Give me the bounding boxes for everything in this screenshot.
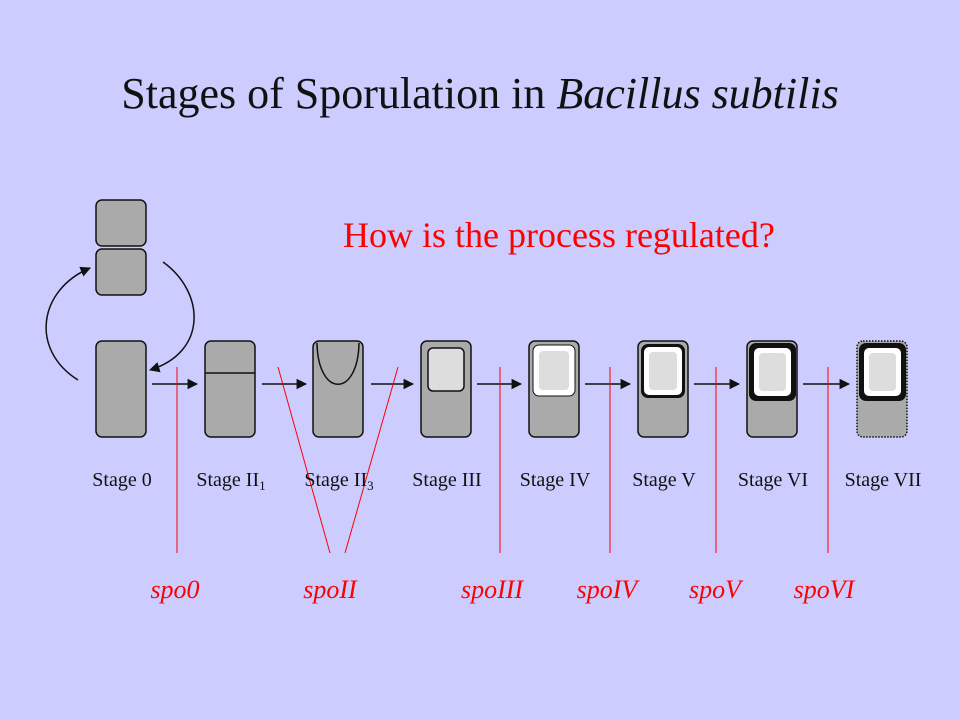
stage-label-main: Stage II [304, 469, 368, 491]
gene-label: spoVI [793, 575, 855, 604]
cycle-arrow-right [148, 261, 195, 373]
forespore-stage-vi [759, 353, 786, 391]
cell-stage-ii-1 [204, 340, 256, 438]
slide-title: Stages of Sporulation in Bacillus subtil… [0, 68, 960, 119]
gene-label: spo0 [150, 575, 200, 604]
cell-stage-0 [95, 340, 147, 438]
cycle-arrow-left [45, 266, 91, 381]
block-line-spoii-b [344, 366, 399, 554]
stage-label: Stage III [387, 469, 507, 494]
stage-label-main: Stage V [632, 469, 696, 491]
regulation-question: How is the process regulated? [343, 215, 775, 255]
stage-label-main: Stage VII [844, 469, 922, 491]
gene-label: spoIV [576, 575, 638, 604]
stage-label: Stage V [604, 469, 724, 494]
gene-label: spoV [689, 575, 741, 604]
forespore-stage-iv [539, 351, 569, 390]
gene-label: spoII [303, 575, 357, 604]
cell-stage-ii-3 [312, 340, 364, 438]
forespore-stage-vii [869, 353, 896, 391]
block-line-spoii-a [277, 366, 331, 554]
forespore-stage-iii [427, 347, 465, 392]
stage-label-main: Stage II [196, 469, 260, 491]
stage-label: Stage II3 [279, 469, 399, 494]
title-prefix: Stages of Sporulation in [121, 69, 557, 118]
stage-label-main: Stage IV [519, 469, 591, 491]
stage-label-main: Stage 0 [92, 469, 152, 491]
engulfment-curve [316, 342, 360, 385]
stage-label: Stage II1 [171, 469, 291, 494]
stage-label: Stage IV [495, 469, 615, 494]
forespore-stage-v [649, 352, 677, 390]
gene-label: spoIII [460, 575, 524, 604]
stage-label-main: Stage III [412, 469, 482, 491]
stage-label-main: Stage VI [737, 469, 809, 491]
stage-label: Stage 0 [62, 469, 182, 494]
stage-label-sub: 3 [367, 478, 374, 493]
stage-label: Stage VII [823, 469, 943, 494]
dividing-cell-bottom [95, 248, 147, 296]
stage-label: Stage VI [713, 469, 833, 494]
stage-label-sub: 1 [259, 478, 266, 493]
dividing-cell-top [95, 199, 147, 247]
title-species: Bacillus subtilis [556, 69, 839, 118]
